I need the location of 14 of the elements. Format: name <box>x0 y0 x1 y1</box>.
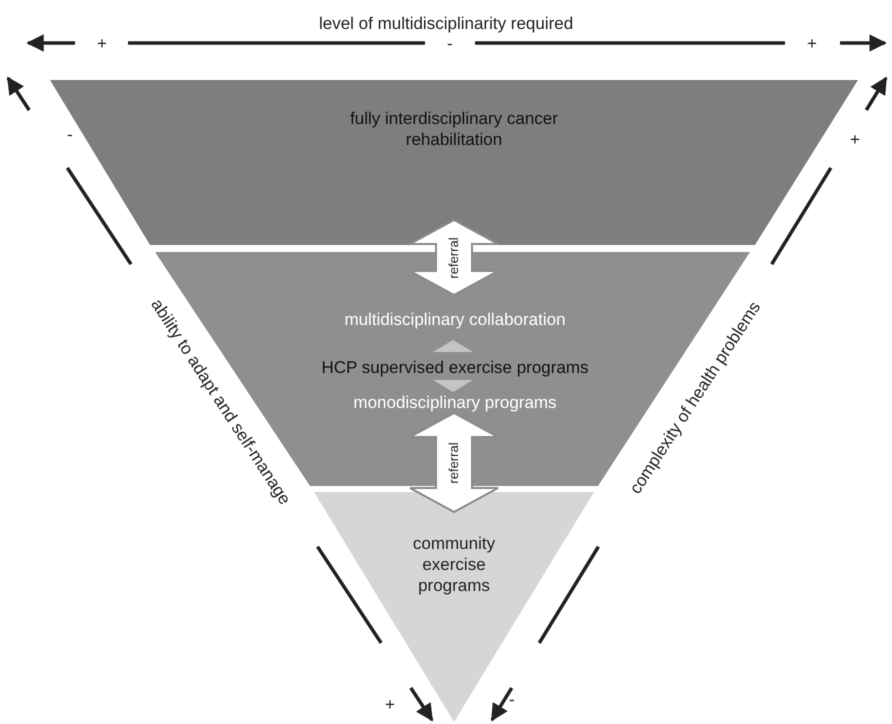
axis-sign: + <box>97 34 107 54</box>
layer-label: fully interdisciplinary cancer rehabilitation <box>349 108 559 150</box>
axis-title: level of multidisciplinarity required <box>319 14 574 34</box>
axis-sign: + <box>850 130 860 150</box>
layer-label: community exercise programs <box>412 533 496 596</box>
layer-label: HCP supervised exercise programs <box>320 357 590 378</box>
pyramid-layer <box>314 492 594 722</box>
axis-sign: + <box>807 34 817 54</box>
axis-sign: + <box>385 695 395 715</box>
axis-sign: - <box>509 690 515 710</box>
layer-label: multidisciplinary collaboration <box>343 309 567 330</box>
layer-label: monodisciplinary programs <box>352 392 558 413</box>
axis-sign: - <box>447 34 453 54</box>
axis-sign: - <box>67 125 73 145</box>
